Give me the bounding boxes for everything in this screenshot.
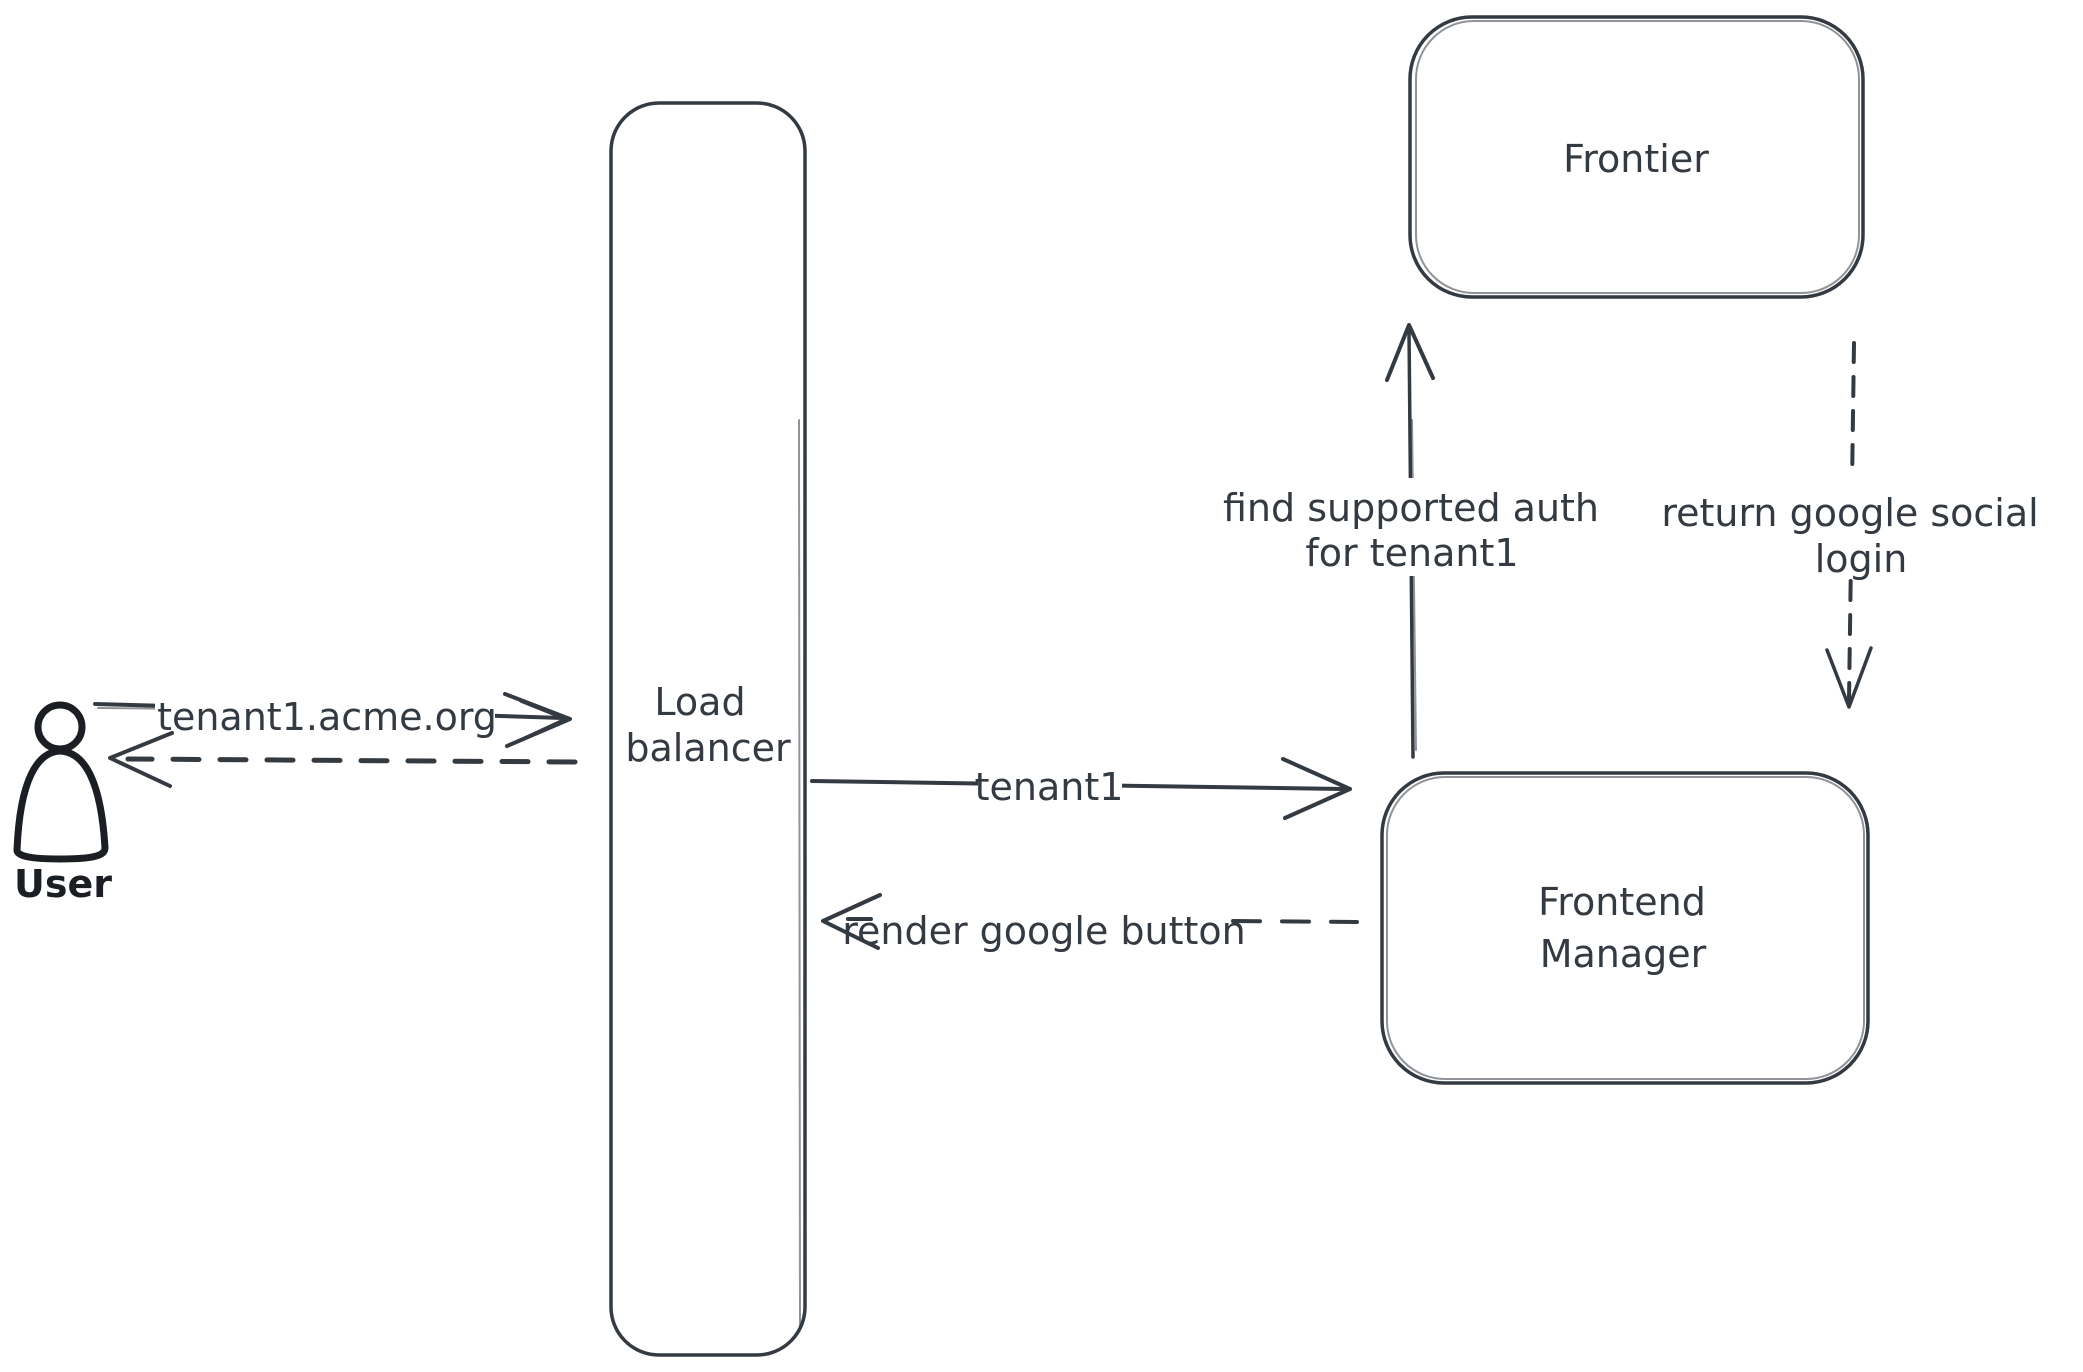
edge-return-label-bg — [1660, 472, 2048, 578]
edge-response-line — [125, 756, 578, 765]
edge-return-label-line2[interactable]: login — [1815, 537, 1908, 581]
frontend-manager-box — [1380, 771, 1870, 1085]
user-body — [13, 747, 109, 863]
edge-request-label[interactable]: tenant1.acme.org — [157, 695, 497, 739]
load-balancer-box — [609, 101, 807, 1357]
user-head — [34, 701, 86, 753]
edge-return-label-line1[interactable]: return google social — [1661, 491, 2038, 535]
node-frontend-manager[interactable]: Frontend Manager — [1380, 771, 1870, 1085]
arrow-right-inner-icon — [519, 699, 568, 741]
edge-render-label[interactable]: render google button — [842, 909, 1246, 953]
edge-render-dash-right — [1231, 919, 1359, 924]
frontier-box — [1408, 15, 1865, 299]
load-balancer-label-line2[interactable]: balancer — [625, 726, 791, 770]
edge-tenant1[interactable]: tenant1 — [810, 757, 1352, 820]
edge-request-label-bg — [155, 690, 495, 744]
frontend-manager-box-overdraw — [1386, 776, 1865, 1080]
frontier-box-overdraw — [1415, 20, 1860, 294]
arrow-right-icon — [1281, 757, 1352, 820]
edge-find-auth-label-bg — [1205, 478, 1617, 576]
frontend-manager-label-line1[interactable]: Frontend — [1538, 880, 1706, 924]
load-balancer-label-line1[interactable]: Load — [654, 680, 745, 724]
edge-find-auth-label-line2[interactable]: for tenant1 — [1305, 531, 1518, 575]
node-load-balancer[interactable]: Load balancer — [609, 101, 807, 1357]
frontend-manager-label-line2[interactable]: Manager — [1540, 932, 1707, 976]
arrow-up-icon — [1385, 323, 1435, 382]
edge-tenant1-label-bg — [978, 759, 1122, 809]
frontier-label[interactable]: Frontier — [1563, 137, 1709, 181]
edge-find-auth-overdraw — [1411, 419, 1417, 751]
arrow-left-icon — [108, 731, 174, 788]
edge-request[interactable]: tenant1.acme.org — [93, 690, 572, 748]
edge-return-google[interactable]: return google social login — [1660, 341, 2048, 709]
arrow-down-icon — [1825, 646, 1873, 709]
edge-tenant1-label[interactable]: tenant1 — [975, 765, 1124, 809]
load-balancer-overdraw — [798, 419, 801, 1331]
edge-find-auth[interactable]: find supported auth for tenant1 — [1205, 323, 1617, 759]
user-actor[interactable]: User — [13, 701, 112, 906]
arrow-left-icon — [821, 893, 882, 950]
user-label[interactable]: User — [14, 862, 112, 906]
edge-render-google-button[interactable]: render google button — [821, 893, 1359, 953]
node-frontier[interactable]: Frontier — [1408, 15, 1865, 299]
edge-find-auth-label-line1[interactable]: find supported auth — [1223, 486, 1599, 530]
edge-response-to-user[interactable] — [108, 731, 578, 788]
